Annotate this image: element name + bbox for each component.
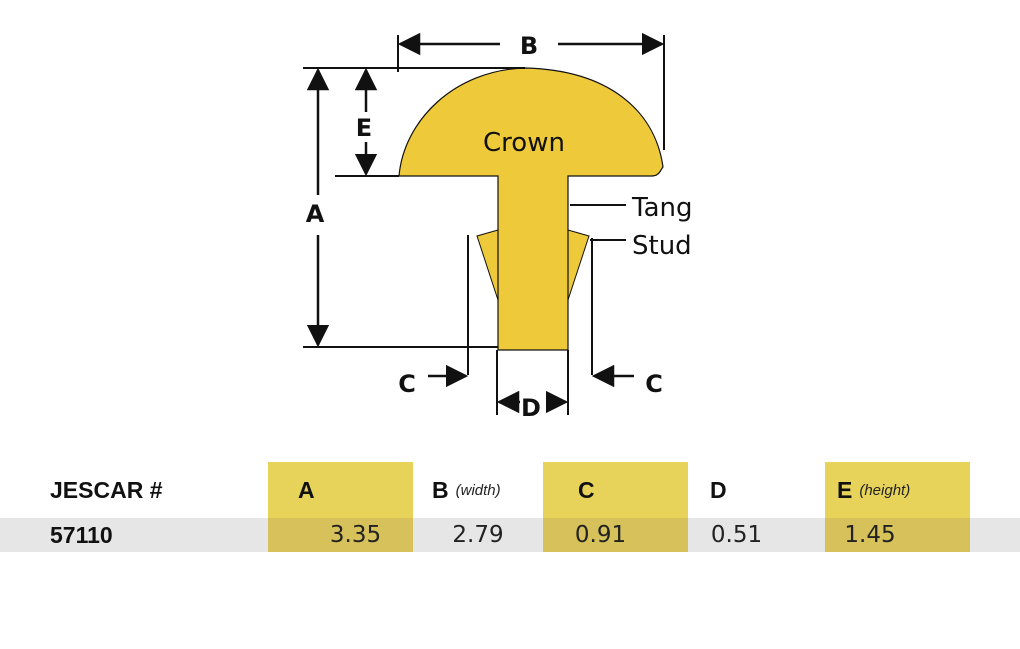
table-row: 57110 3.35 2.79 0.91 0.51 1.45 — [0, 518, 1020, 552]
label-c-right: C — [645, 370, 663, 398]
header-e-label: E — [837, 476, 853, 503]
header-b-label: B — [432, 476, 449, 503]
value-e: 1.45 — [825, 518, 970, 552]
header-jescar: JESCAR # — [50, 476, 163, 503]
label-stud: Stud — [632, 231, 692, 261]
label-c-left: C — [398, 370, 416, 398]
header-b: B (width) — [432, 462, 501, 518]
value-b: 2.79 — [452, 522, 504, 548]
value-a: 3.35 — [268, 518, 413, 552]
header-c-label: C — [578, 476, 595, 503]
part-number: 57110 — [50, 521, 113, 548]
label-e: E — [356, 114, 372, 142]
fret-wire-diagram: B A E C C D Crown Tang Stud — [303, 32, 693, 422]
value-d: 0.51 — [710, 522, 763, 548]
header-a-label: A — [298, 476, 315, 503]
value-c: 0.91 — [543, 518, 688, 552]
label-d: D — [521, 394, 541, 422]
table-header-row: JESCAR # A B (width) C D E (height) — [0, 462, 1020, 518]
label-crown: Crown — [483, 128, 565, 158]
header-b-unit: (width) — [455, 481, 501, 499]
label-tang: Tang — [631, 193, 693, 223]
header-e-unit: (height) — [859, 481, 911, 499]
header-e: E (height) — [825, 462, 970, 518]
header-d-label: D — [710, 476, 727, 503]
label-b: B — [520, 32, 538, 60]
header-d: D — [710, 462, 727, 518]
header-a: A — [268, 462, 413, 518]
label-a: A — [306, 200, 325, 228]
header-c: C — [543, 462, 688, 518]
crown-shape — [398, 67, 664, 351]
